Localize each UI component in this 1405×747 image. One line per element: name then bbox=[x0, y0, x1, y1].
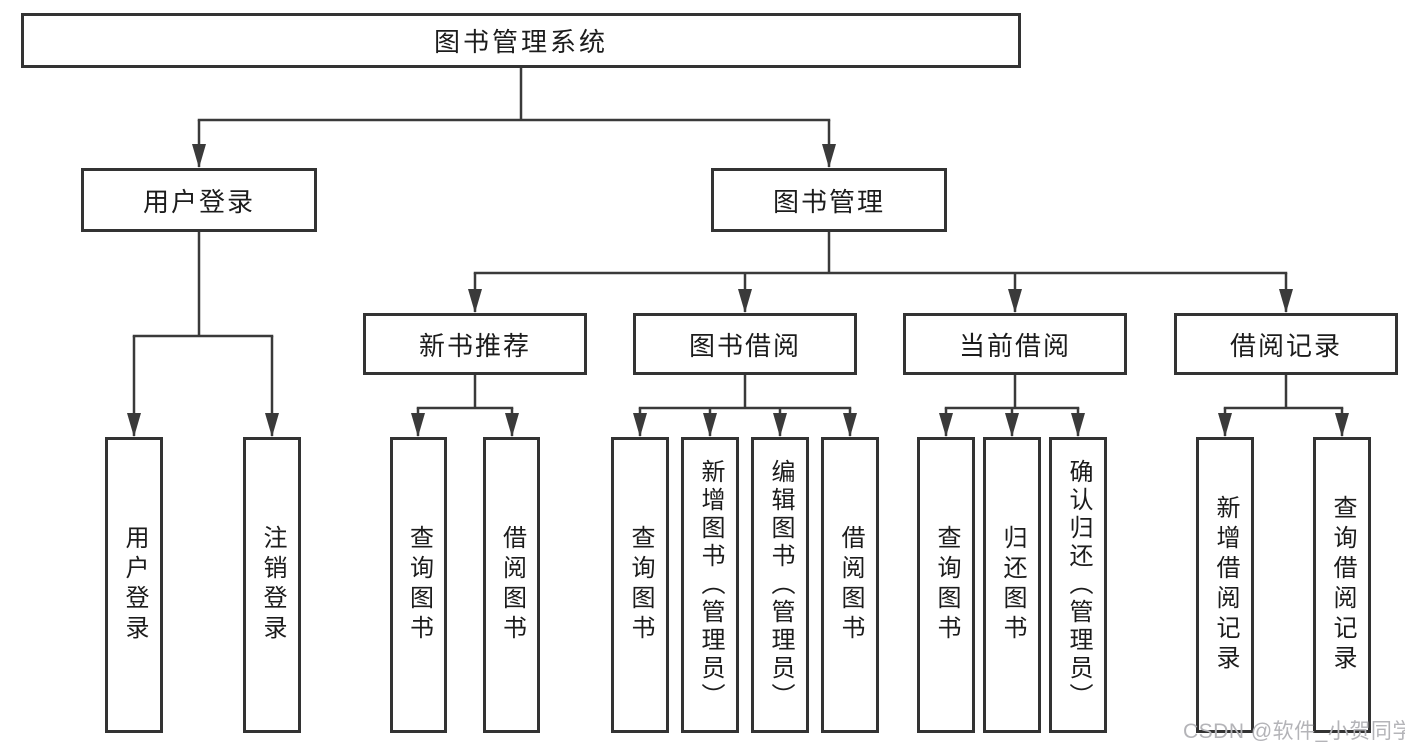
csdn-watermark: CSDN @软件_小贺同学 bbox=[1183, 720, 1405, 743]
leaf-label: 借阅图书 bbox=[498, 525, 526, 645]
node-current-borrowing: 当前借阅 bbox=[903, 313, 1127, 375]
leaf-query-books-current: 查询图书 bbox=[917, 437, 975, 733]
leaf-logout: 注销登录 bbox=[243, 437, 301, 733]
leaf-query-borrow-record: 查询借阅记录 bbox=[1313, 437, 1371, 733]
leaf-label: 新增借阅记录 bbox=[1212, 495, 1239, 675]
node-label: 图书借阅 bbox=[688, 330, 801, 361]
node-label: 用户登录 bbox=[142, 186, 255, 217]
leaf-label: 注销登录 bbox=[259, 525, 286, 645]
node-label: 图书管理系统 bbox=[433, 27, 608, 57]
node-borrowing-records: 借阅记录 bbox=[1174, 313, 1398, 375]
leaf-confirm-return-admin: 确认归还（管理员） bbox=[1049, 437, 1107, 733]
leaf-add-borrow-record: 新增借阅记录 bbox=[1196, 437, 1254, 733]
leaf-label: 查询图书 bbox=[405, 525, 433, 645]
node-label: 新书推荐 bbox=[418, 330, 531, 361]
leaf-borrow-books-recommend: 借阅图书 bbox=[483, 437, 540, 733]
leaf-label: 查询图书 bbox=[627, 525, 654, 645]
leaf-user-login: 用户登录 bbox=[105, 437, 163, 733]
node-label: 借阅记录 bbox=[1229, 330, 1342, 361]
leaf-borrow-books: 借阅图书 bbox=[821, 437, 879, 733]
node-library-management-system: 图书管理系统 bbox=[21, 13, 1021, 68]
leaf-query-books-borrow: 查询图书 bbox=[611, 437, 669, 733]
node-book-management: 图书管理 bbox=[711, 168, 947, 232]
node-user-login-group: 用户登录 bbox=[81, 168, 317, 232]
leaf-add-books-admin: 新增图书（管理员） bbox=[681, 437, 739, 733]
node-new-book-recommendation: 新书推荐 bbox=[363, 313, 587, 375]
leaf-return-books: 归还图书 bbox=[983, 437, 1041, 733]
leaf-label: 新增图书（管理员） bbox=[697, 459, 724, 711]
leaf-label: 查询借阅记录 bbox=[1329, 495, 1356, 675]
leaf-label: 归还图书 bbox=[999, 525, 1026, 645]
leaf-label: 编辑图书（管理员） bbox=[767, 459, 794, 711]
node-book-borrowing: 图书借阅 bbox=[633, 313, 857, 375]
leaf-query-books-recommend: 查询图书 bbox=[390, 437, 447, 733]
leaf-label: 查询图书 bbox=[933, 525, 960, 645]
leaf-label: 确认归还（管理员） bbox=[1065, 459, 1092, 711]
node-label: 当前借阅 bbox=[958, 330, 1071, 361]
leaf-label: 借阅图书 bbox=[837, 525, 864, 645]
node-label: 图书管理 bbox=[772, 186, 885, 217]
leaf-edit-books-admin: 编辑图书（管理员） bbox=[751, 437, 809, 733]
leaf-label: 用户登录 bbox=[121, 525, 148, 645]
